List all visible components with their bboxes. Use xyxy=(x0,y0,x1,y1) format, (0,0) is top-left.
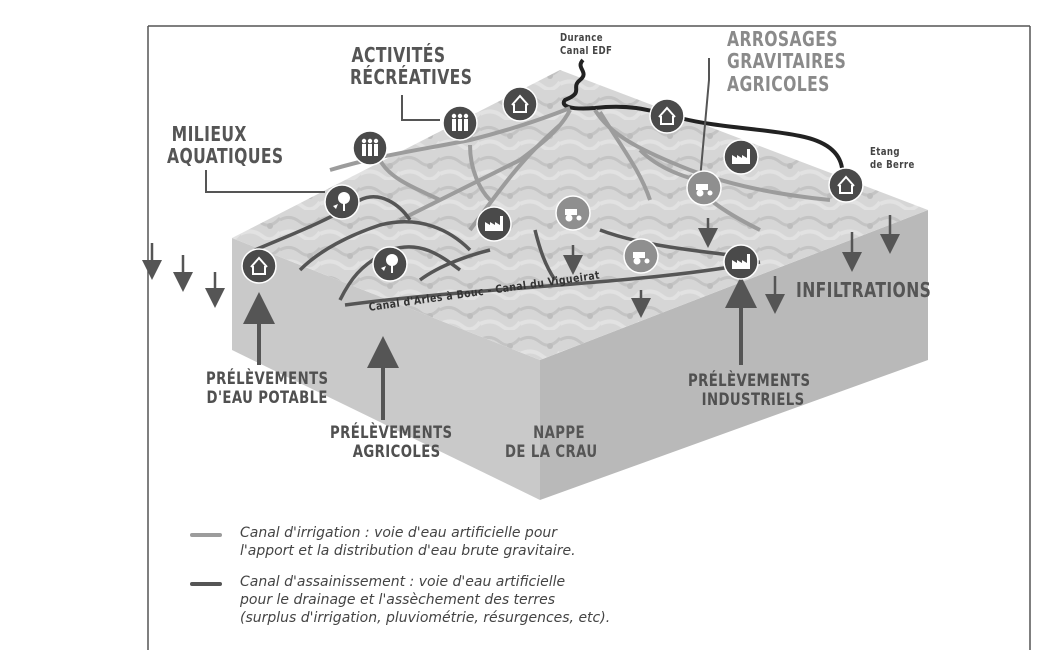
house-icon xyxy=(502,86,538,122)
irrigation-canals xyxy=(329,106,831,232)
tractor-icon xyxy=(623,238,659,274)
tree-icon xyxy=(372,246,408,282)
infiltrations-label: INFILTRATIONS xyxy=(796,278,932,302)
factory-icon xyxy=(476,206,512,242)
factory-icon xyxy=(723,244,759,280)
tractor-icon xyxy=(555,195,591,231)
withdrawal-arrows xyxy=(243,276,757,420)
factory-icon xyxy=(723,139,759,175)
legend-drainage-swatch xyxy=(190,582,222,586)
tree-icon xyxy=(324,184,360,220)
label-leader-lines xyxy=(205,58,710,193)
legend-irrigation: Canal d'irrigation : voie d'eau artifici… xyxy=(190,524,740,560)
block-front-side xyxy=(232,238,540,500)
block-right-side xyxy=(540,210,928,500)
house-icon xyxy=(649,98,685,134)
legend-drainage-text: Canal d'assainissement : voie d'eau arti… xyxy=(240,574,611,627)
people-icon xyxy=(352,130,388,166)
house-icon xyxy=(828,167,864,203)
legend-irrigation-text: Canal d'irrigation : voie d'eau artifici… xyxy=(240,525,576,560)
infiltration-arrows xyxy=(142,215,900,318)
legend-drainage: Canal d'assainissement : voie d'eau arti… xyxy=(190,573,740,628)
durance-river xyxy=(561,58,844,169)
people-icon xyxy=(442,105,478,141)
house-icon xyxy=(241,248,277,284)
tractor-icon xyxy=(686,170,722,206)
legend-irrigation-swatch xyxy=(190,533,222,537)
